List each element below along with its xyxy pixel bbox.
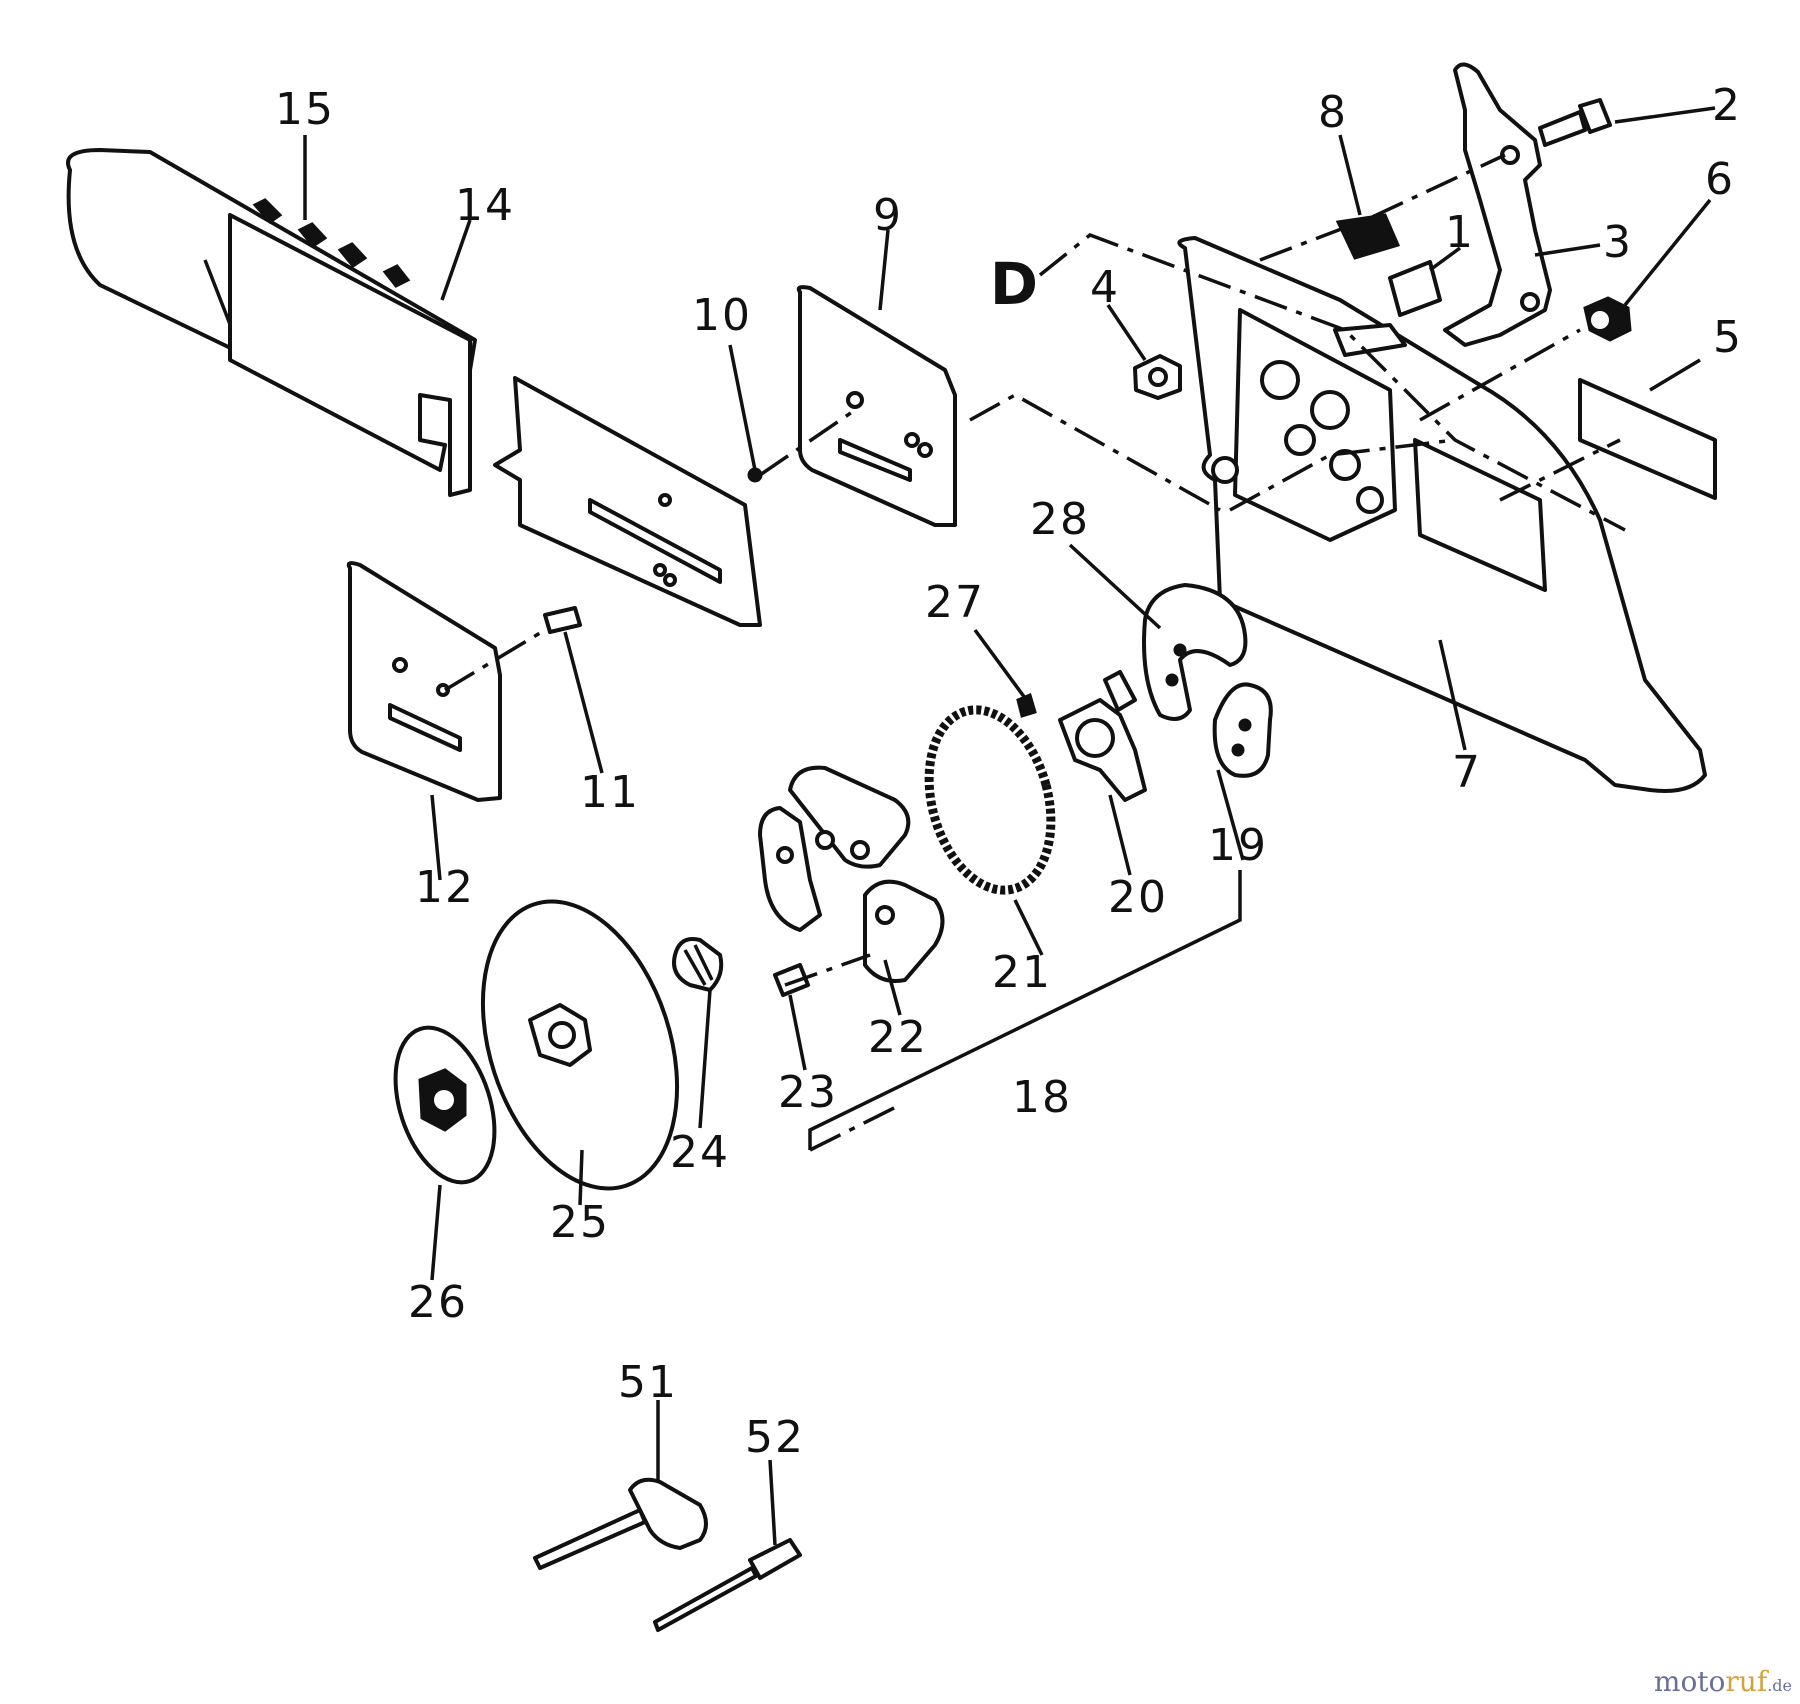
part-11-bolt <box>543 606 582 634</box>
part-4-nut <box>1133 354 1182 400</box>
callout-24: 24 <box>670 1127 730 1178</box>
callout-15: 15 <box>275 84 335 135</box>
callout-27: 27 <box>925 577 985 628</box>
callout-7: 7 <box>1452 747 1482 798</box>
callout-9: 9 <box>873 190 903 241</box>
callout-12: 12 <box>415 862 475 913</box>
callout-23: 23 <box>778 1067 838 1118</box>
watermark-moto: moto <box>1653 1665 1726 1698</box>
part-12-inner-plate <box>346 561 502 802</box>
callout-25: 25 <box>550 1197 610 1248</box>
watermark-logo: motoruf.de <box>1654 1665 1792 1698</box>
callout-28: 28 <box>1030 494 1090 545</box>
callout-6: 6 <box>1705 154 1735 205</box>
part-22-shoes <box>758 765 945 983</box>
callout-10: 10 <box>692 290 752 341</box>
watermark-ruf: ruf <box>1725 1665 1768 1698</box>
part-23-bolt <box>773 963 810 997</box>
callout-18: 18 <box>1012 1072 1072 1123</box>
callout-51: 51 <box>618 1357 678 1408</box>
part-1-plate <box>1388 260 1442 317</box>
callout-14: 14 <box>455 180 515 231</box>
leader-lines <box>303 106 1716 1546</box>
callout-5: 5 <box>1713 312 1743 363</box>
callout-d: D <box>990 250 1038 318</box>
callout-19: 19 <box>1208 820 1268 871</box>
callout-52: 52 <box>745 1412 805 1463</box>
part-6-nut <box>1583 296 1632 342</box>
callout-20: 20 <box>1108 872 1168 923</box>
part-19-spring <box>1212 682 1273 778</box>
callout-8: 8 <box>1318 87 1348 138</box>
part-7-side-cover <box>1177 236 1707 793</box>
part-2-bolt <box>1538 98 1612 147</box>
watermark-tld: .de <box>1767 1676 1792 1695</box>
callout-1: 1 <box>1445 207 1475 258</box>
callouts: 15 14 9 10 D 4 8 2 6 3 1 5 7 28 27 19 20… <box>275 80 1743 1463</box>
callout-11: 11 <box>580 767 640 818</box>
part-51-wrench <box>533 1477 708 1570</box>
part-27-pin <box>1016 692 1037 718</box>
callout-22: 22 <box>868 1012 928 1063</box>
guide-bar <box>493 376 762 627</box>
part-25-drum <box>480 899 680 1191</box>
callout-26: 26 <box>408 1277 468 1328</box>
callout-2: 2 <box>1712 80 1742 131</box>
part-5-decal <box>1578 378 1717 500</box>
callout-21: 21 <box>992 947 1052 998</box>
alignment-lines <box>444 153 1626 987</box>
part-20-hub <box>1058 670 1147 802</box>
part-21-ring <box>924 705 1056 895</box>
callout-4: 4 <box>1090 262 1120 313</box>
part-10-screw <box>747 467 763 483</box>
part-3-brake-handle <box>1443 62 1552 347</box>
part-52-screwdriver <box>653 1538 802 1632</box>
part-9-outer-plate <box>796 285 957 527</box>
part-28-spring <box>1142 583 1248 721</box>
part-24-bearing <box>672 937 724 992</box>
part-14-bar-plate <box>228 213 472 497</box>
assembly-bracket <box>808 870 1242 1152</box>
part-8-pad <box>1335 213 1401 260</box>
part-26-sprocket <box>393 1025 497 1185</box>
callout-3: 3 <box>1603 217 1633 268</box>
